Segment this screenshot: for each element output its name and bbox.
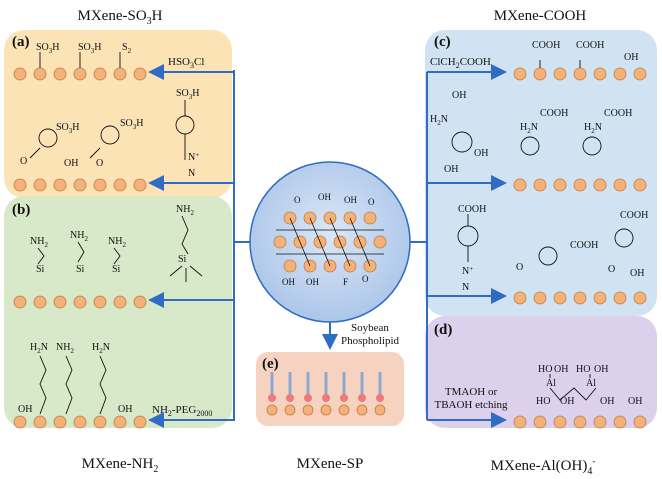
svg-text:OH: OH (554, 364, 568, 375)
svg-text:Si: Si (112, 264, 121, 275)
svg-text:Al: Al (586, 378, 596, 389)
svg-text:HO: HO (536, 396, 550, 407)
svg-text:O: O (294, 195, 301, 205)
svg-text:H2N: H2N (430, 114, 448, 127)
svg-text:OH: OH (594, 364, 608, 375)
svg-text:OH: OH (474, 148, 488, 159)
svg-text:H2N: H2N (584, 122, 602, 135)
svg-text:OH: OH (64, 158, 78, 169)
svg-text:OH: OH (306, 277, 319, 287)
svg-text:N+: N+ (462, 265, 473, 277)
svg-text:COOH: COOH (540, 108, 568, 119)
panel-label-d: (d) (434, 322, 453, 338)
svg-text:COOH: COOH (620, 210, 648, 221)
svg-text:OH: OH (560, 396, 574, 407)
panel-a-texts: SO3H SO3H S2 SO3H N+ N SO3H SO3H O OH O (20, 42, 200, 179)
svg-text:O: O (368, 197, 375, 207)
panel-label-e: (e) (262, 356, 279, 372)
panel-d-bonds (549, 374, 597, 401)
svg-text:SO3H: SO3H (120, 118, 144, 131)
svg-text:Si: Si (76, 264, 85, 275)
svg-text:NH2: NH2 (56, 342, 74, 355)
svg-text:NH2: NH2 (30, 236, 48, 249)
svg-text:F: F (343, 277, 348, 287)
svg-text:OH: OH (444, 164, 458, 175)
svg-text:NH2: NH2 (108, 236, 126, 249)
svg-text:OH: OH (18, 404, 32, 415)
reagent-hso3cl: HSO3Cl (168, 56, 205, 71)
svg-text:Al: Al (546, 378, 556, 389)
reagent-clch2cooh: ClCH2COOH (430, 56, 491, 71)
svg-text:O: O (608, 264, 615, 275)
mxene-core: O OH OH O OH OH F O (249, 161, 411, 323)
svg-text:OH: OH (628, 396, 642, 407)
panel-d-aloh (425, 316, 657, 428)
svg-text:H2N: H2N (520, 122, 538, 135)
title-mxene-so3h: MXene-SO3H (77, 8, 163, 27)
title-mxene-sp: MXene-SP (296, 456, 364, 472)
svg-text:COOH: COOH (604, 108, 632, 119)
reagent-tmaoh: TMAOH or TBAOH etching (434, 386, 508, 411)
svg-text:H2N: H2N (92, 342, 110, 355)
svg-text:N+: N+ (188, 151, 199, 163)
arrow-to-b-bottom (148, 300, 235, 428)
reagent-soybean: Soybean Phospholipid (340, 322, 400, 347)
svg-text:NH2: NH2 (70, 230, 88, 243)
mxene-bases (13, 67, 647, 429)
svg-text:COOH: COOH (576, 40, 604, 51)
svg-text:OH: OH (600, 396, 614, 407)
svg-text:SO3H: SO3H (176, 88, 200, 101)
svg-text:COOH: COOH (570, 240, 598, 251)
panel-label-c: (c) (434, 34, 451, 50)
title-mxene-nh2: MXene-NH2 (81, 456, 159, 475)
svg-text:SO3H: SO3H (78, 42, 102, 55)
svg-text:N: N (188, 168, 195, 179)
svg-text:NH2: NH2 (176, 204, 194, 217)
svg-text:Si: Si (36, 264, 45, 275)
connector-arrows (148, 64, 507, 428)
svg-text:OH: OH (344, 195, 357, 205)
svg-text:HO: HO (576, 364, 590, 375)
svg-text:OH: OH (452, 90, 466, 101)
svg-text:O: O (96, 158, 103, 169)
svg-text:O: O (362, 274, 369, 284)
svg-text:OH: OH (318, 192, 331, 202)
svg-text:Si: Si (178, 254, 187, 265)
svg-text:H2N: H2N (30, 342, 48, 355)
title-mxene-cooh: MXene-COOH (493, 8, 587, 24)
panel-c-rings (451, 60, 634, 266)
svg-text:S2: S2 (122, 42, 132, 55)
panel-c-texts: COOH COOH OH OH H2N OH OH COOH COOH H2N H2N C… (430, 40, 648, 293)
svg-text:HO: HO (538, 364, 552, 375)
svg-text:SO3H: SO3H (36, 42, 60, 55)
panel-label-b: (b) (12, 202, 31, 218)
panel-a-so3h (4, 30, 232, 198)
panel-b-chains (37, 215, 203, 415)
panel-e-lipids (268, 372, 384, 402)
svg-text:OH: OH (630, 268, 644, 279)
panel-a-groups (29, 52, 195, 160)
svg-text:O: O (20, 156, 27, 167)
svg-text:SO3H: SO3H (56, 122, 80, 135)
svg-text:N: N (462, 282, 469, 293)
svg-text:OH: OH (118, 404, 132, 415)
svg-text:COOH: COOH (458, 204, 486, 215)
svg-text:OH: OH (624, 52, 638, 63)
svg-text:O: O (516, 262, 523, 273)
svg-text:COOH: COOH (532, 40, 560, 51)
title-mxene-aloh: MXene-Al(OH)4- (490, 456, 596, 477)
svg-text:OH: OH (282, 277, 295, 287)
panel-label-a: (a) (12, 34, 30, 50)
